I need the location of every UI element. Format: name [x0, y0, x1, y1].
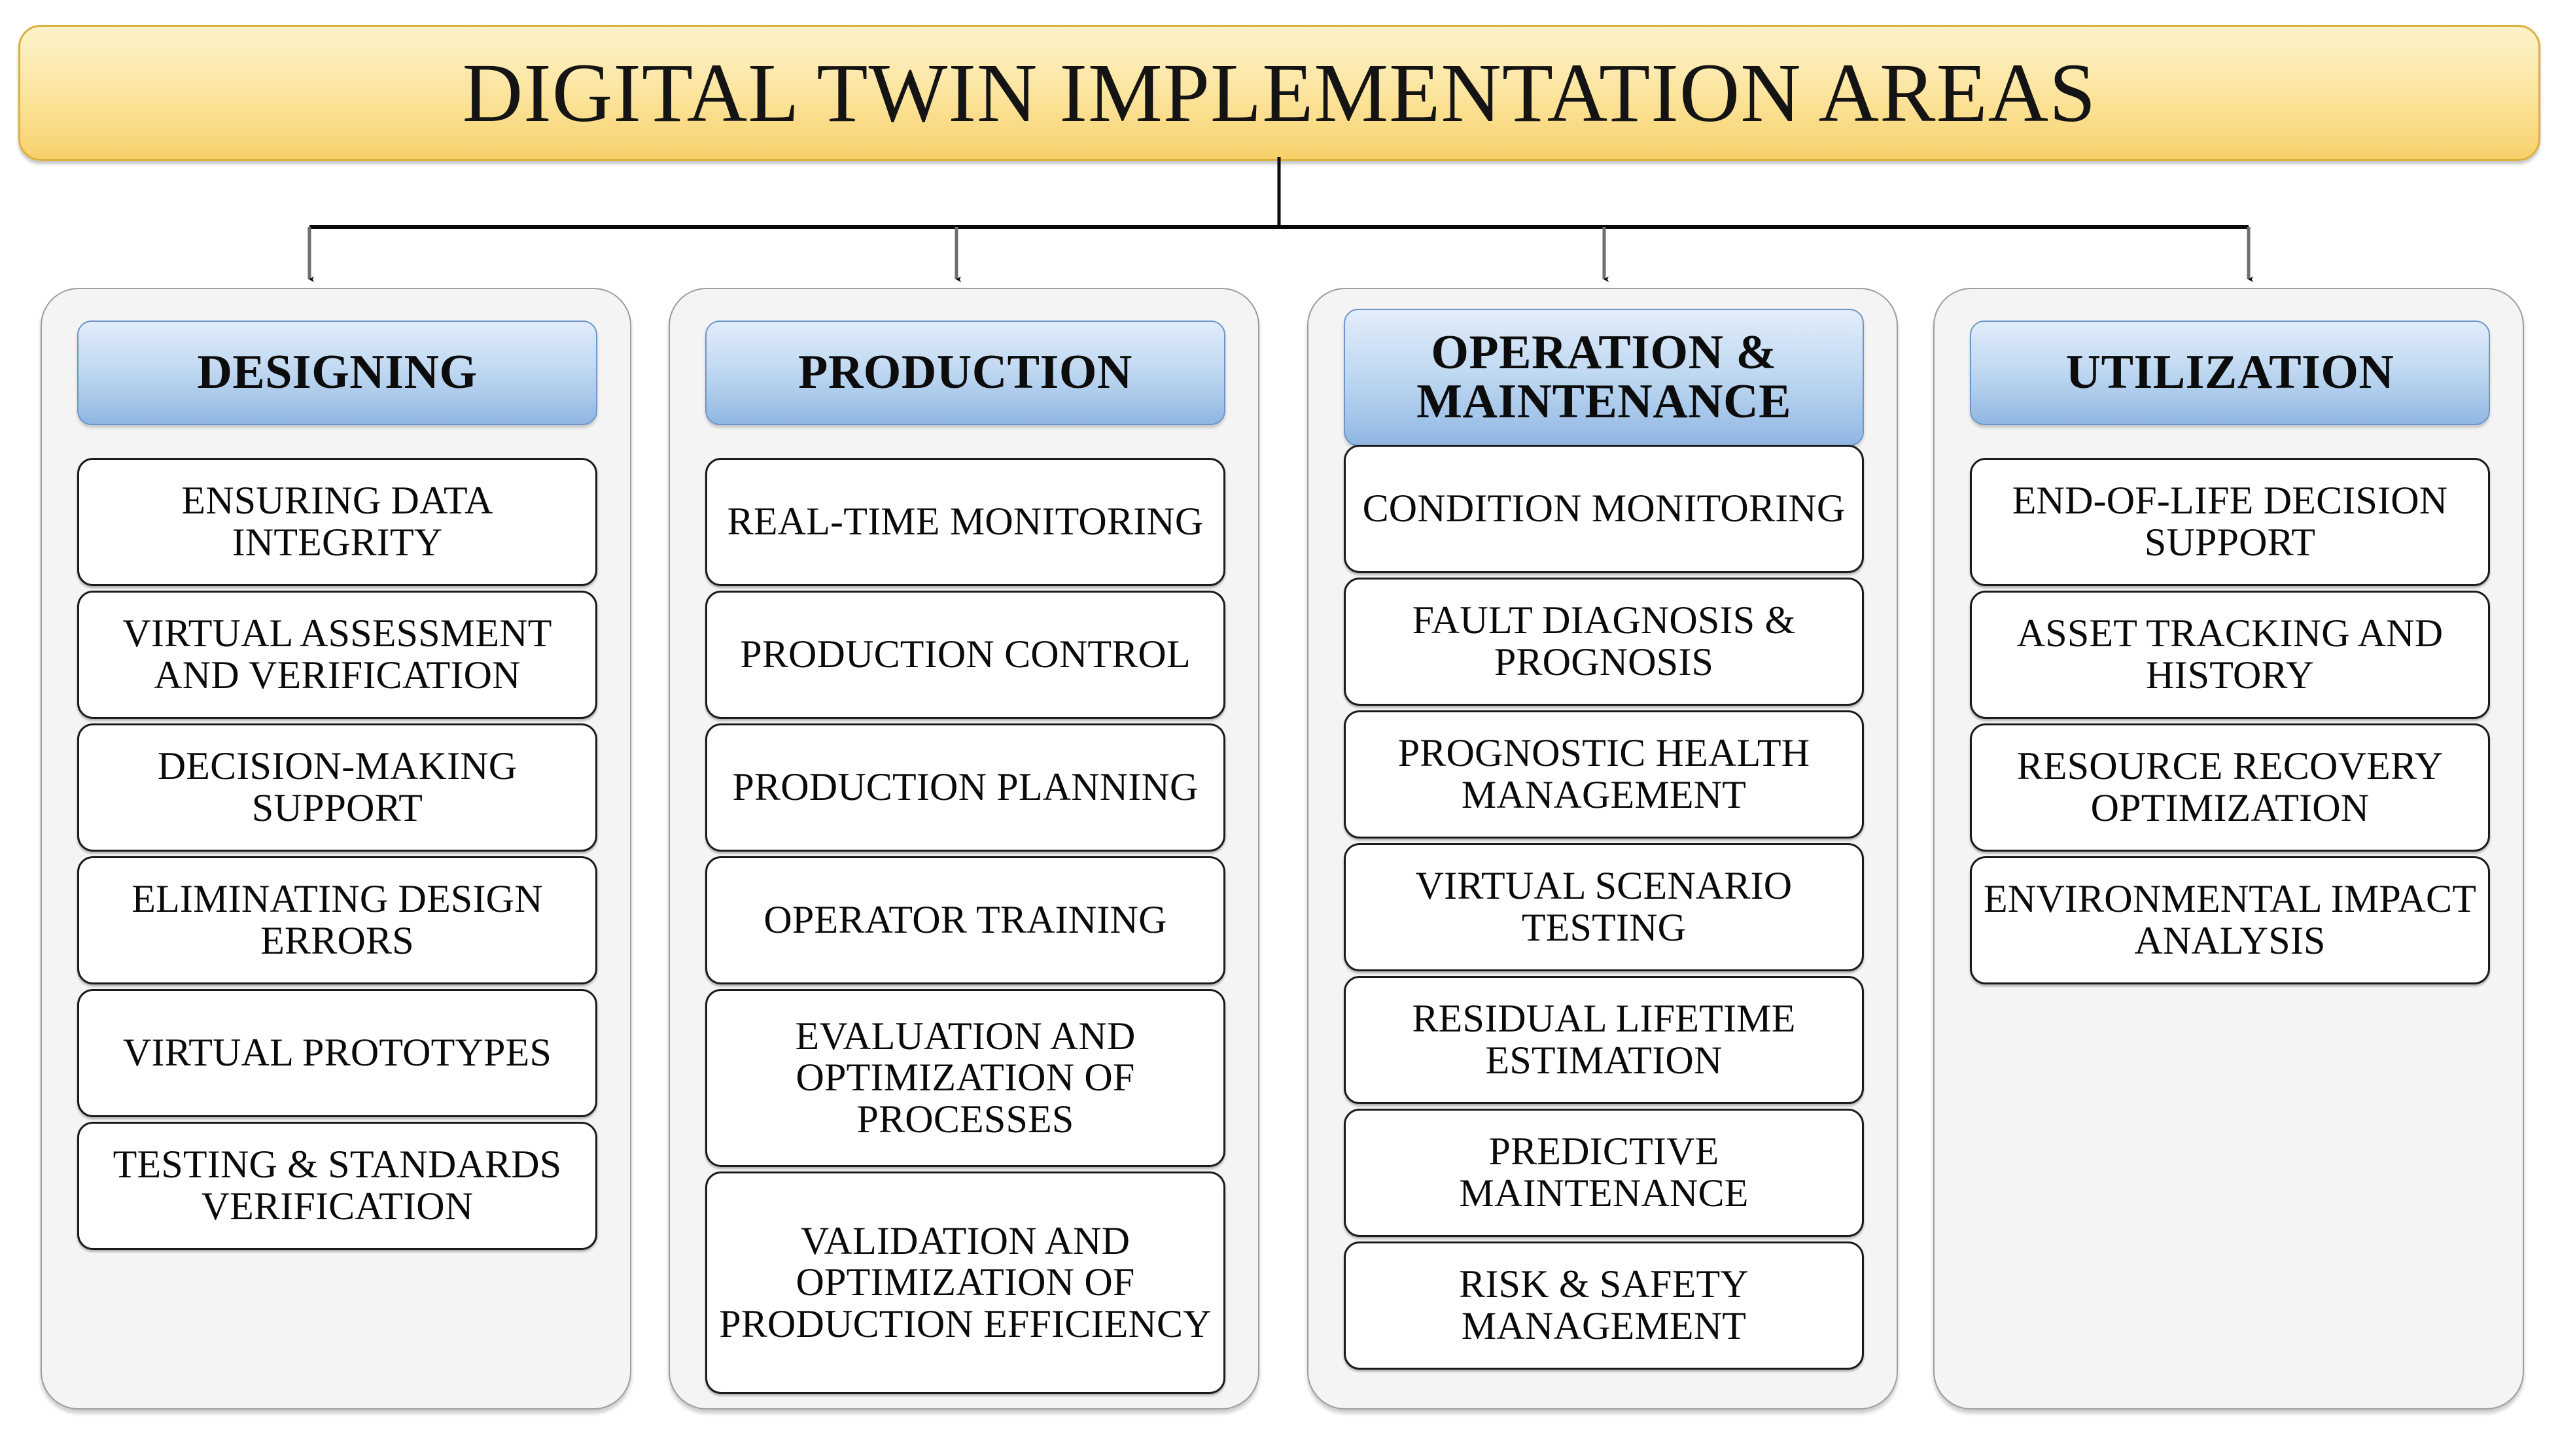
- list-item[interactable]: ENSURING DATA INTEGRITY: [77, 458, 597, 586]
- list-item[interactable]: EVALUATION AND OPTIMIZATION OF PROCESSES: [705, 989, 1225, 1167]
- list-item[interactable]: ASSET TRACKING AND HISTORY: [1970, 591, 2490, 719]
- column-header-utilization[interactable]: UTILIZATION: [1970, 321, 2490, 425]
- list-item[interactable]: CONDITION MONITORING: [1344, 445, 1864, 573]
- list-item[interactable]: VIRTUAL SCENARIO TESTING: [1344, 843, 1864, 971]
- column-items-production: REAL-TIME MONITORING PRODUCTION CONTROL …: [705, 458, 1225, 1398]
- list-item[interactable]: TESTING & STANDARDS VERIFICATION: [77, 1122, 597, 1250]
- list-item[interactable]: OPERATOR TRAINING: [705, 856, 1225, 984]
- column-designing: DESIGNING ENSURING DATA INTEGRITY VIRTUA…: [41, 288, 631, 1410]
- column-header-production[interactable]: PRODUCTION: [705, 321, 1225, 425]
- list-item[interactable]: ENVIRONMENTAL IMPACT ANALYSIS: [1970, 856, 2490, 984]
- list-item[interactable]: PROGNOSTIC HEALTH MANAGEMENT: [1344, 710, 1864, 839]
- list-item[interactable]: ELIMINATING DESIGN ERRORS: [77, 856, 597, 984]
- list-item[interactable]: END-OF-LIFE DECISION SUPPORT: [1970, 458, 2490, 586]
- list-item[interactable]: REAL-TIME MONITORING: [705, 458, 1225, 586]
- column-header-operation-maintenance[interactable]: OPERATION & MAINTENANCE: [1344, 309, 1864, 446]
- connector-tree: [0, 157, 2560, 307]
- list-item[interactable]: VALIDATION AND OPTIMIZATION OF PRODUCTIO…: [705, 1171, 1225, 1394]
- list-item[interactable]: RESIDUAL LIFETIME ESTIMATION: [1344, 976, 1864, 1104]
- column-items-utilization: END-OF-LIFE DECISION SUPPORT ASSET TRACK…: [1970, 458, 2490, 989]
- column-header-designing[interactable]: DESIGNING: [77, 321, 597, 425]
- tree-branch-arrows-icon: [307, 157, 2254, 283]
- column-operation-maintenance: OPERATION & MAINTENANCE CONDITION MONITO…: [1307, 288, 1898, 1410]
- list-item[interactable]: RESOURCE RECOVERY OPTIMIZATION: [1970, 723, 2490, 852]
- list-item[interactable]: PREDICTIVE MAINTENANCE: [1344, 1109, 1864, 1237]
- column-items-operation-maintenance: CONDITION MONITORING FAULT DIAGNOSIS & P…: [1344, 445, 1864, 1374]
- list-item[interactable]: VIRTUAL ASSESSMENT AND VERIFICATION: [77, 591, 597, 719]
- list-item[interactable]: VIRTUAL PROTOTYPES: [77, 989, 597, 1117]
- list-item[interactable]: PRODUCTION PLANNING: [705, 723, 1225, 852]
- column-utilization: UTILIZATION END-OF-LIFE DECISION SUPPORT…: [1933, 288, 2524, 1410]
- list-item[interactable]: FAULT DIAGNOSIS & PROGNOSIS: [1344, 578, 1864, 706]
- page-title: DIGITAL TWIN IMPLEMENTATION AREAS: [462, 46, 2097, 139]
- column-production: PRODUCTION REAL-TIME MONITORING PRODUCTI…: [669, 288, 1259, 1410]
- column-items-designing: ENSURING DATA INTEGRITY VIRTUAL ASSESSME…: [77, 458, 597, 1255]
- list-item[interactable]: DECISION-MAKING SUPPORT: [77, 723, 597, 852]
- list-item[interactable]: RISK & SAFETY MANAGEMENT: [1344, 1241, 1864, 1370]
- list-item[interactable]: PRODUCTION CONTROL: [705, 591, 1225, 719]
- title-banner: DIGITAL TWIN IMPLEMENTATION AREAS: [18, 25, 2540, 161]
